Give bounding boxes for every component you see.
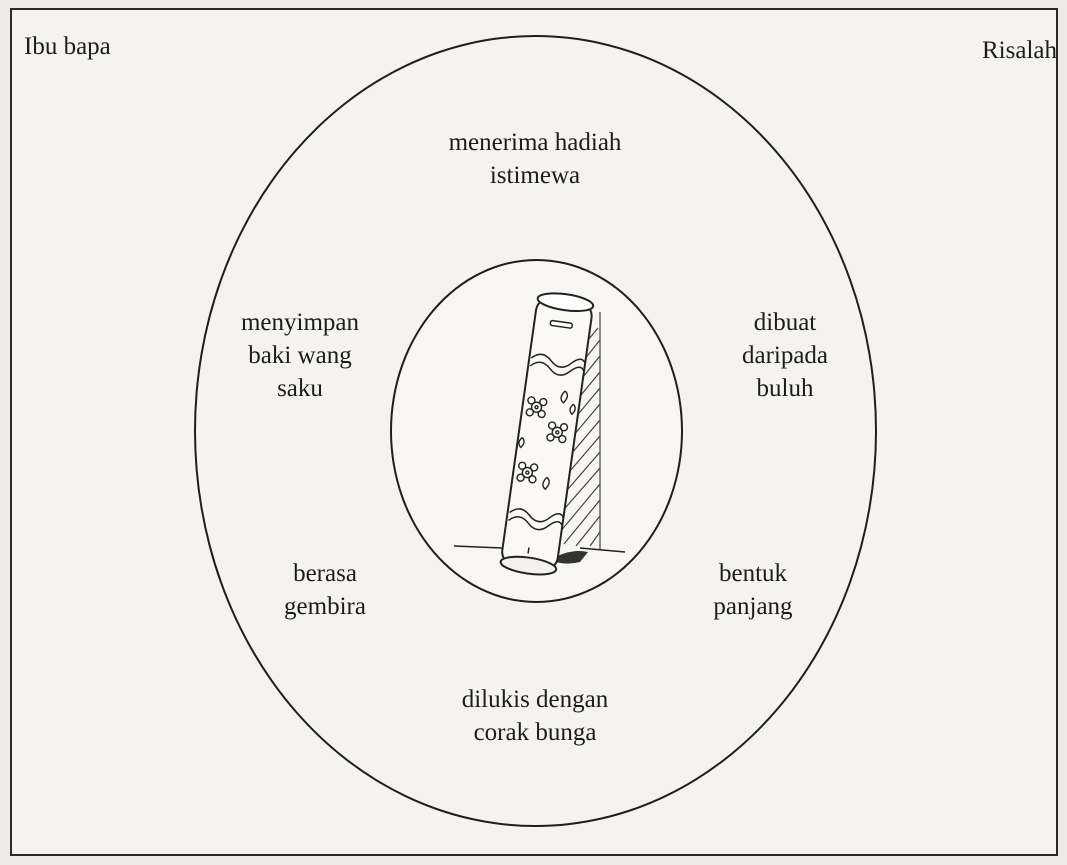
label-lower-right: bentuk panjang bbox=[683, 557, 823, 623]
label-upper-left: menyimpan baki wang saku bbox=[205, 306, 395, 405]
label-lower-left: berasa gembira bbox=[255, 557, 395, 623]
label-upper-right: dibuat daripada buluh bbox=[705, 306, 865, 405]
corner-label-right: Risalah bbox=[982, 38, 1057, 63]
label-bottom: dilukis dengan corak bunga bbox=[410, 683, 660, 749]
bamboo-money-box-icon bbox=[440, 280, 630, 580]
corner-label-left: Ibu bapa bbox=[24, 34, 111, 59]
label-top: menerima hadiah istimewa bbox=[410, 126, 660, 192]
